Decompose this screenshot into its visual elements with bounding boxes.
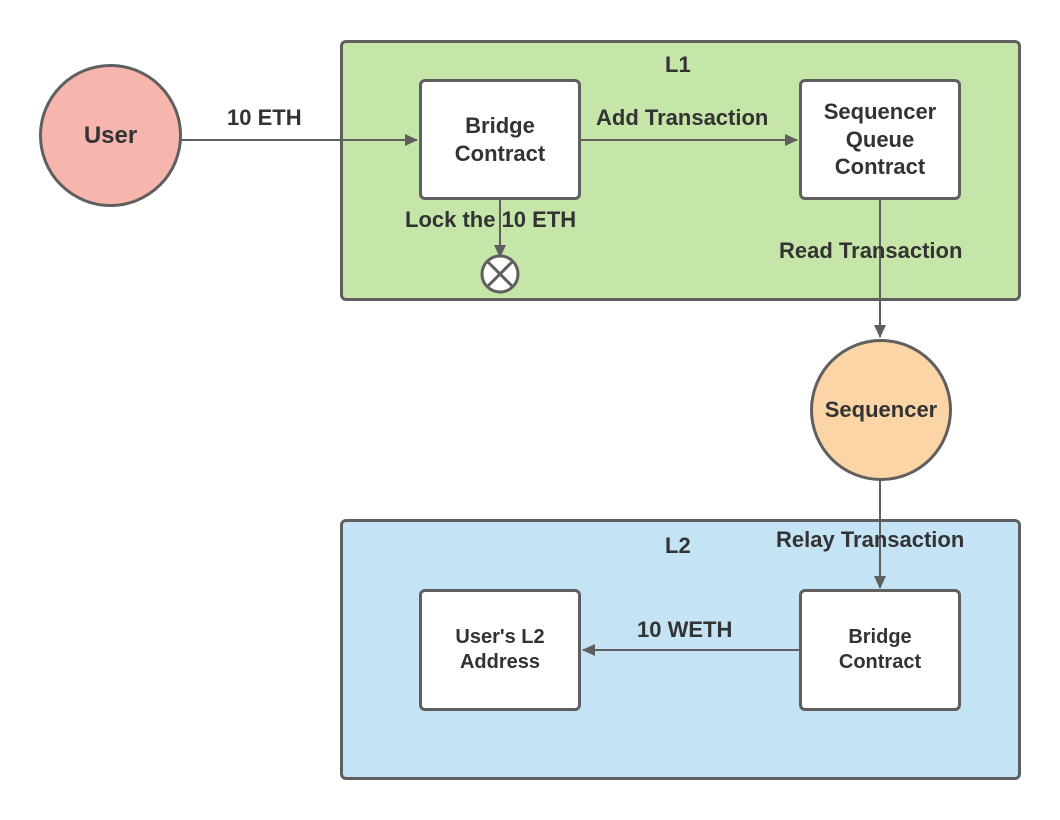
edge-label-10-eth: 10 ETH — [227, 105, 302, 130]
user-node: User — [39, 64, 182, 207]
l2-title: L2 — [665, 533, 691, 558]
l2-bridge-contract-node: Bridge Contract — [799, 589, 961, 711]
l1-bridge-contract-node: Bridge Contract — [419, 79, 581, 200]
lock-terminate-icon — [480, 254, 520, 294]
edge-label-relay-transaction: Relay Transaction — [776, 527, 965, 552]
sequencer-queue-contract-node: Sequencer Queue Contract — [799, 79, 961, 200]
l1-title: L1 — [665, 52, 691, 77]
edge-label-lock-eth: Lock the 10 ETH — [405, 207, 577, 232]
sequencer-node: Sequencer — [810, 339, 952, 481]
edge-label-read-transaction: Read Transaction — [779, 238, 963, 263]
edge-label-10-weth: 10 WETH — [637, 617, 733, 642]
edge-label-add-transaction: Add Transaction — [596, 105, 769, 130]
users-l2-address-node: User's L2 Address — [419, 589, 581, 711]
